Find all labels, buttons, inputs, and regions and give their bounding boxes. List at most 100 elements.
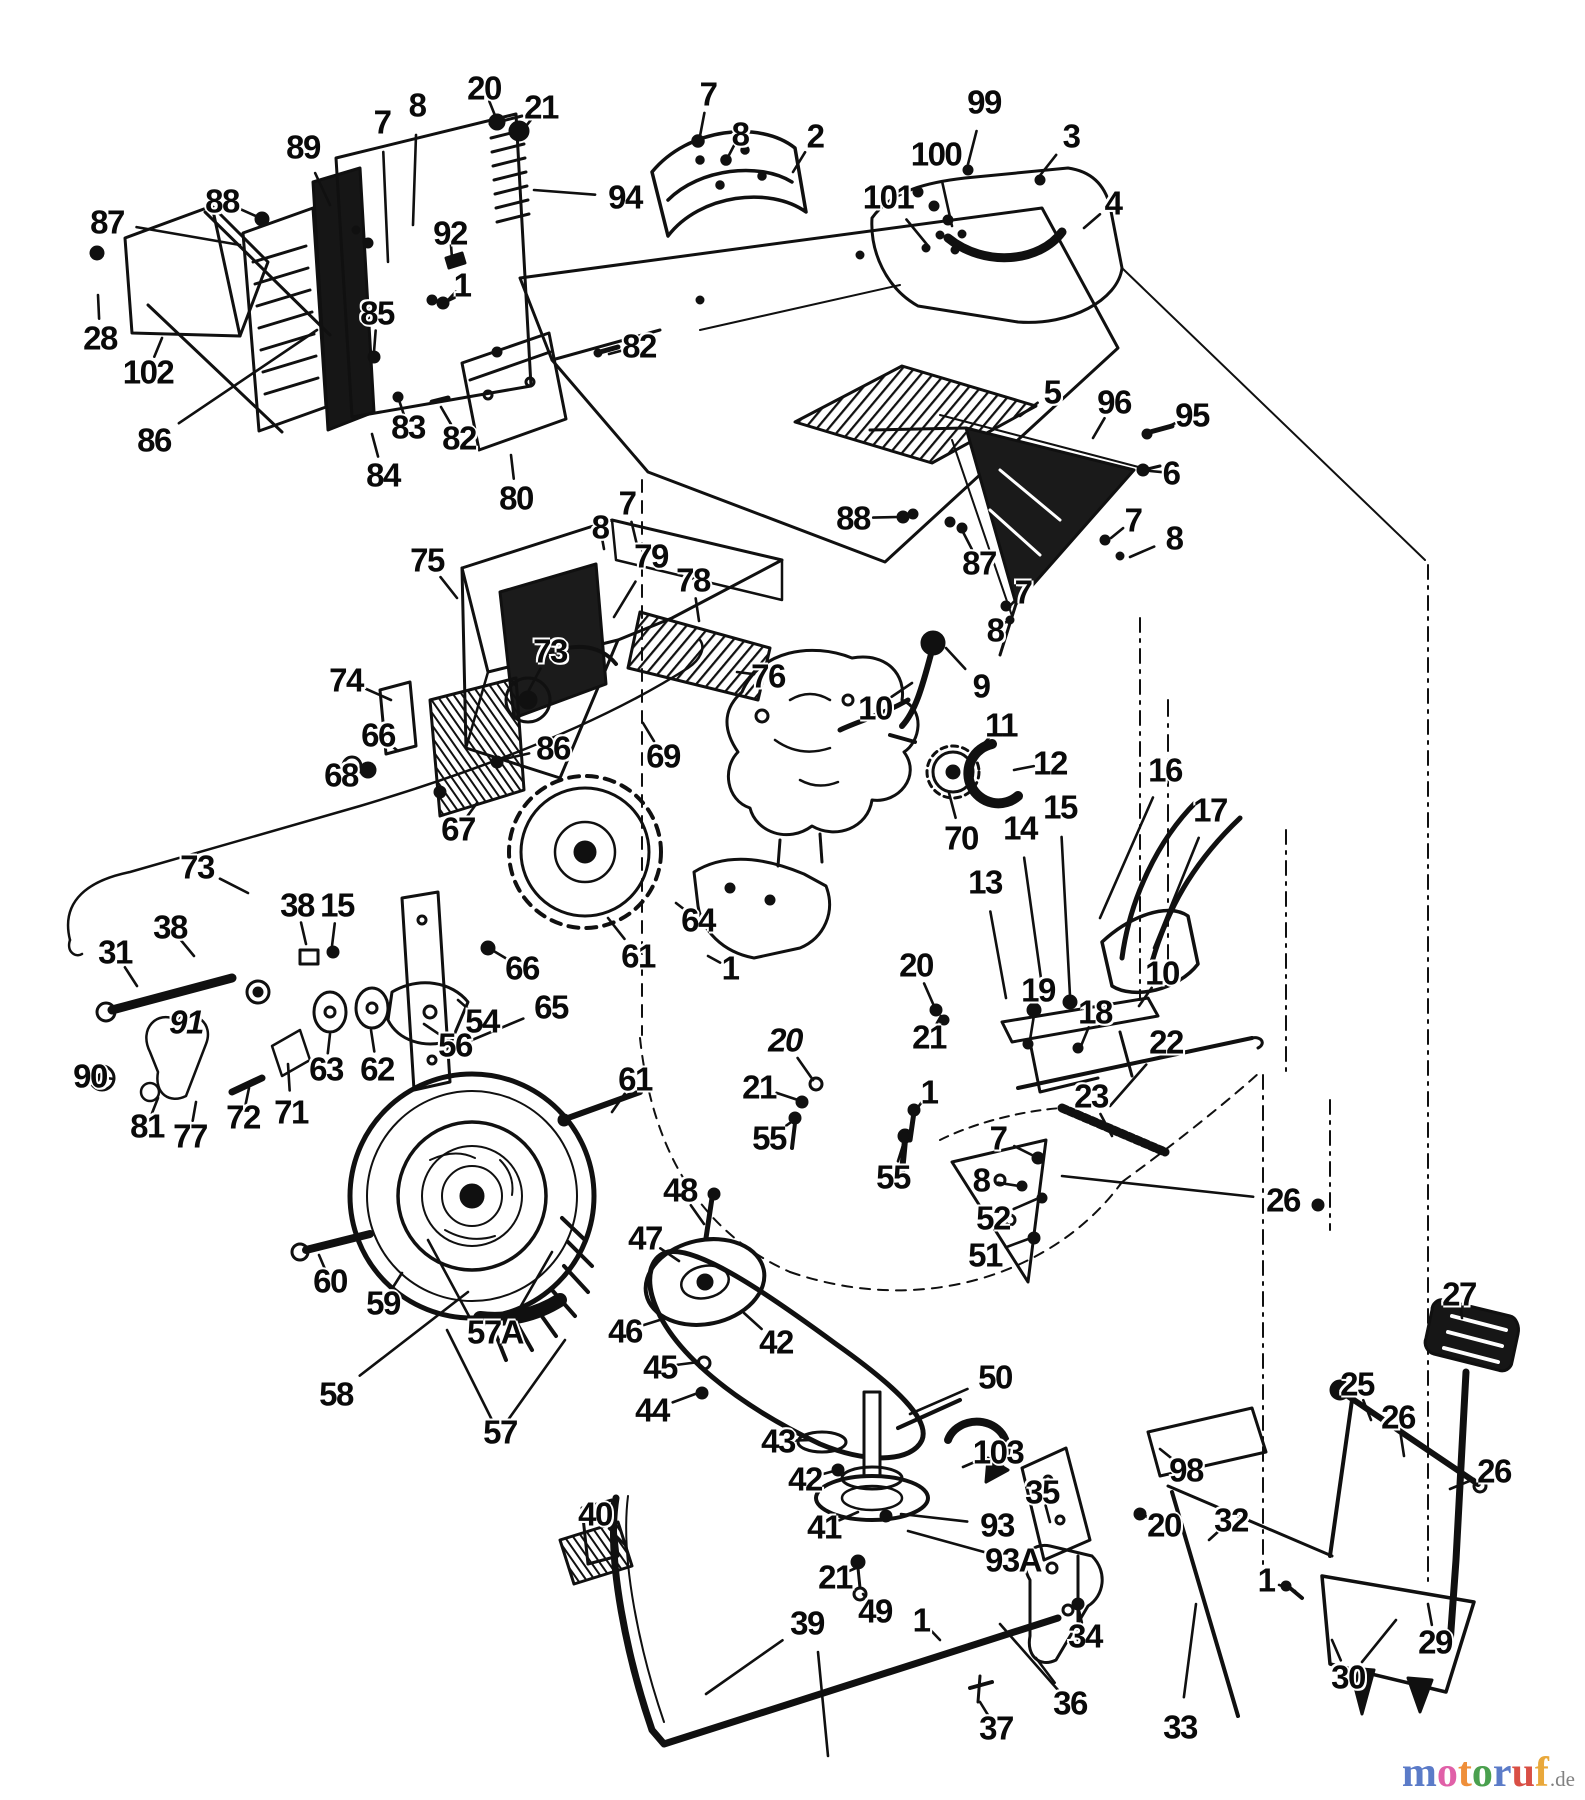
leader-line <box>381 150 390 264</box>
part-label-99: 99 <box>967 83 1002 121</box>
watermark-letter: u <box>1511 1750 1535 1796</box>
leader-line <box>896 1140 906 1163</box>
leader-line <box>905 218 931 249</box>
leader-line <box>313 171 332 207</box>
part-label-67: 67 <box>441 810 476 848</box>
part-label-1: 1 <box>1257 1561 1276 1599</box>
leader-line <box>778 1118 796 1132</box>
watermark-letter: t <box>1457 1750 1472 1796</box>
leader-line <box>1028 1011 1036 1042</box>
part-label-1: 1 <box>453 266 472 304</box>
part-label-82: 82 <box>622 327 657 365</box>
leader-line <box>1109 526 1125 540</box>
part-label-34: 34 <box>1068 1617 1103 1655</box>
leader-line <box>153 336 164 359</box>
leader-line <box>244 1086 251 1106</box>
leader-line <box>1079 1026 1090 1048</box>
pivot-plate <box>939 1107 1063 1284</box>
leader-line <box>1012 764 1036 772</box>
part-label-102: 102 <box>122 353 175 391</box>
leader-line <box>449 242 454 260</box>
leader-line <box>150 1096 160 1115</box>
part-label-43: 43 <box>761 1422 796 1460</box>
part-label-81: 81 <box>130 1107 165 1145</box>
part-label-1: 1 <box>912 1601 931 1639</box>
part-label-25: 25 <box>1340 1365 1375 1403</box>
leader-line <box>426 1238 472 1320</box>
leader-line <box>1036 153 1058 180</box>
part-label-69: 69 <box>646 737 681 775</box>
leader-line <box>1459 1303 1464 1320</box>
leader-line <box>1137 986 1153 1008</box>
part-label-92: 92 <box>433 214 468 252</box>
leader-line <box>1148 469 1163 474</box>
part-label-52: 52 <box>976 1199 1011 1237</box>
leader-line <box>512 1250 554 1320</box>
leader-line <box>1006 597 1018 610</box>
part-label-75: 75 <box>410 541 445 579</box>
leader-line <box>1360 1618 1398 1664</box>
part-label-7: 7 <box>1014 573 1033 611</box>
leader-line <box>964 129 978 174</box>
part-label-13: 13 <box>968 863 1003 901</box>
part-label-66: 66 <box>361 716 396 754</box>
leader-line <box>1099 1112 1114 1138</box>
part-label-86: 86 <box>137 421 172 459</box>
leader-line <box>871 515 900 519</box>
leader-line <box>1139 1512 1155 1522</box>
part-label-20: 20 <box>768 1021 803 1059</box>
part-label-46: 46 <box>608 1312 643 1350</box>
part-label-85: 85 <box>360 294 395 332</box>
part-label-21: 21 <box>912 1018 947 1056</box>
leader-line <box>816 1650 830 1758</box>
bumper <box>650 130 808 238</box>
leader-line <box>299 921 308 946</box>
part-label-66: 66 <box>505 949 540 987</box>
part-label-63: 63 <box>309 1050 344 1088</box>
part-label-20: 20 <box>467 69 502 107</box>
part-label-17: 17 <box>1193 791 1228 829</box>
part-label-96: 96 <box>1097 383 1132 421</box>
part-label-1: 1 <box>721 949 740 987</box>
leader-line <box>532 188 597 196</box>
leader-line <box>674 901 690 914</box>
part-label-87: 87 <box>962 544 997 582</box>
part-label-8: 8 <box>986 611 1005 649</box>
part-label-7: 7 <box>1124 501 1143 539</box>
leader-line <box>465 801 479 819</box>
part-label-11: 11 <box>985 706 1018 744</box>
leader-line <box>370 432 380 458</box>
part-label-95: 95 <box>1175 396 1210 434</box>
part-label-6: 6 <box>1162 454 1181 492</box>
leader-line <box>236 206 260 219</box>
part-label-83: 83 <box>391 408 426 446</box>
part-label-42: 42 <box>788 1460 823 1498</box>
leader-line <box>1362 1398 1373 1422</box>
leader-line <box>527 667 542 692</box>
leader-line <box>671 1391 700 1404</box>
leader-line <box>791 150 807 174</box>
leader-line <box>96 293 101 320</box>
part-label-71: 71 <box>274 1093 309 1131</box>
part-label-64: 64 <box>681 901 716 939</box>
part-label-14: 14 <box>1003 809 1038 847</box>
leader-line <box>600 535 606 551</box>
part-label-61: 61 <box>621 937 656 975</box>
watermark-letter: o <box>1471 1750 1493 1796</box>
part-label-73: 73 <box>180 848 215 886</box>
part-label-29: 29 <box>1418 1623 1453 1661</box>
leader-line <box>1108 1063 1148 1108</box>
part-label-7: 7 <box>699 75 718 113</box>
part-label-15: 15 <box>320 886 355 924</box>
part-label-79: 79 <box>634 537 669 575</box>
part-label-21: 21 <box>524 88 559 126</box>
part-label-54: 54 <box>465 1002 500 1040</box>
part-label-31: 31 <box>98 933 133 971</box>
leader-line <box>358 1290 470 1377</box>
part-label-55: 55 <box>752 1119 787 1157</box>
leader-line <box>642 1316 668 1327</box>
leader-line <box>947 791 957 820</box>
leader-line <box>317 1253 327 1271</box>
leader-line <box>1091 416 1106 440</box>
leader-line <box>837 1510 860 1522</box>
